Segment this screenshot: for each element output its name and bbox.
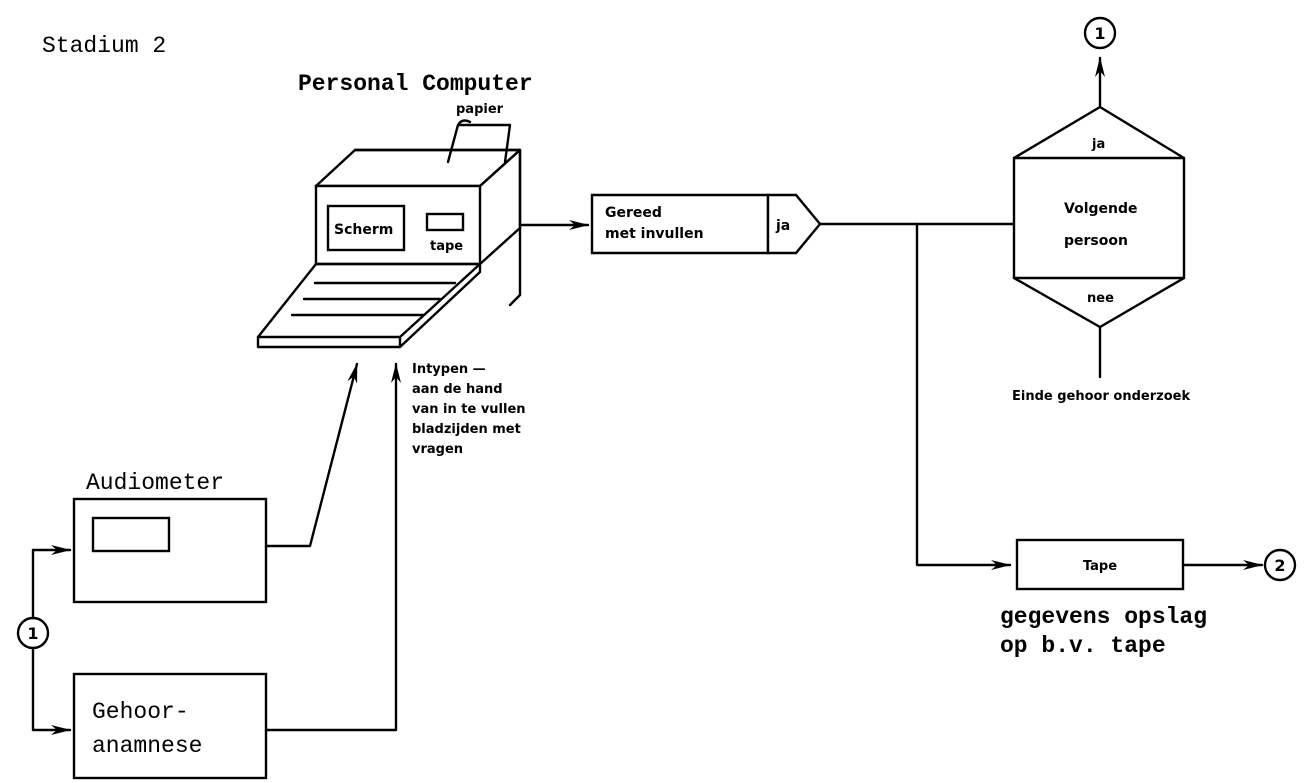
audiometer-display xyxy=(93,518,169,551)
decision-line-2: persoon xyxy=(1064,233,1128,249)
connector-left-1: 1 xyxy=(18,618,48,648)
connector-tape-2: 2 xyxy=(1265,550,1295,580)
svg-text:2: 2 xyxy=(1274,556,1285,575)
tape-caption-1: gegevens opslag xyxy=(1000,604,1207,630)
typing-note: Intypen — aan de hand van in te vullen b… xyxy=(412,362,526,457)
anamnese: Gehoor- anamnese xyxy=(74,674,266,778)
next-person-decision: ja Volgende persoon nee xyxy=(1014,107,1184,327)
svg-text:bladzijden met: bladzijden met xyxy=(412,422,521,437)
decision-no-label: nee xyxy=(1087,291,1114,306)
computer-title: Personal Computer xyxy=(298,71,533,97)
decision-line-1: Volgende xyxy=(1064,201,1138,217)
tape-box: Tape xyxy=(1017,540,1183,589)
end-label: Einde gehoor onderzoek xyxy=(1012,389,1190,404)
done-line-2: met invullen xyxy=(605,226,704,242)
done-yes-label: ja xyxy=(775,218,790,234)
svg-text:1: 1 xyxy=(27,624,38,643)
personal-computer: Personal Computer papier Scherm tape xyxy=(258,71,533,347)
decision-yes-label: ja xyxy=(1091,137,1105,152)
tape-caption-2: op b.v. tape xyxy=(1000,633,1166,659)
screen-label: Scherm xyxy=(334,222,393,238)
svg-text:vragen: vragen xyxy=(412,442,463,457)
arrow-start-to-audiometer xyxy=(33,550,70,618)
anamnese-line-2: anamnese xyxy=(92,733,202,759)
paper-label: papier xyxy=(456,102,504,117)
tape-slot-label: tape xyxy=(430,239,463,254)
stage-title: Stadium 2 xyxy=(42,33,166,59)
done-box: Gereed met invullen ja xyxy=(592,195,820,253)
connector-top-1: 1 xyxy=(1085,18,1115,48)
svg-text:aan de hand: aan de hand xyxy=(412,382,503,397)
svg-text:Intypen —: Intypen — xyxy=(412,362,486,377)
anamnese-line-1: Gehoor- xyxy=(92,699,189,725)
line-branch-down xyxy=(917,224,1010,565)
audiometer: Audiometer xyxy=(74,470,266,602)
tape-box-label: Tape xyxy=(1083,559,1117,574)
svg-text:1: 1 xyxy=(1094,24,1105,43)
tape-slot xyxy=(427,214,463,230)
audiometer-label: Audiometer xyxy=(86,470,224,496)
arrow-audiometer-to-computer xyxy=(266,364,357,546)
arrow-start-to-anamnese xyxy=(33,648,70,730)
done-line-1: Gereed xyxy=(605,205,662,221)
svg-text:van in te vullen: van in te vullen xyxy=(412,402,526,417)
keyboard xyxy=(258,264,480,337)
paper-sheet xyxy=(448,121,510,162)
